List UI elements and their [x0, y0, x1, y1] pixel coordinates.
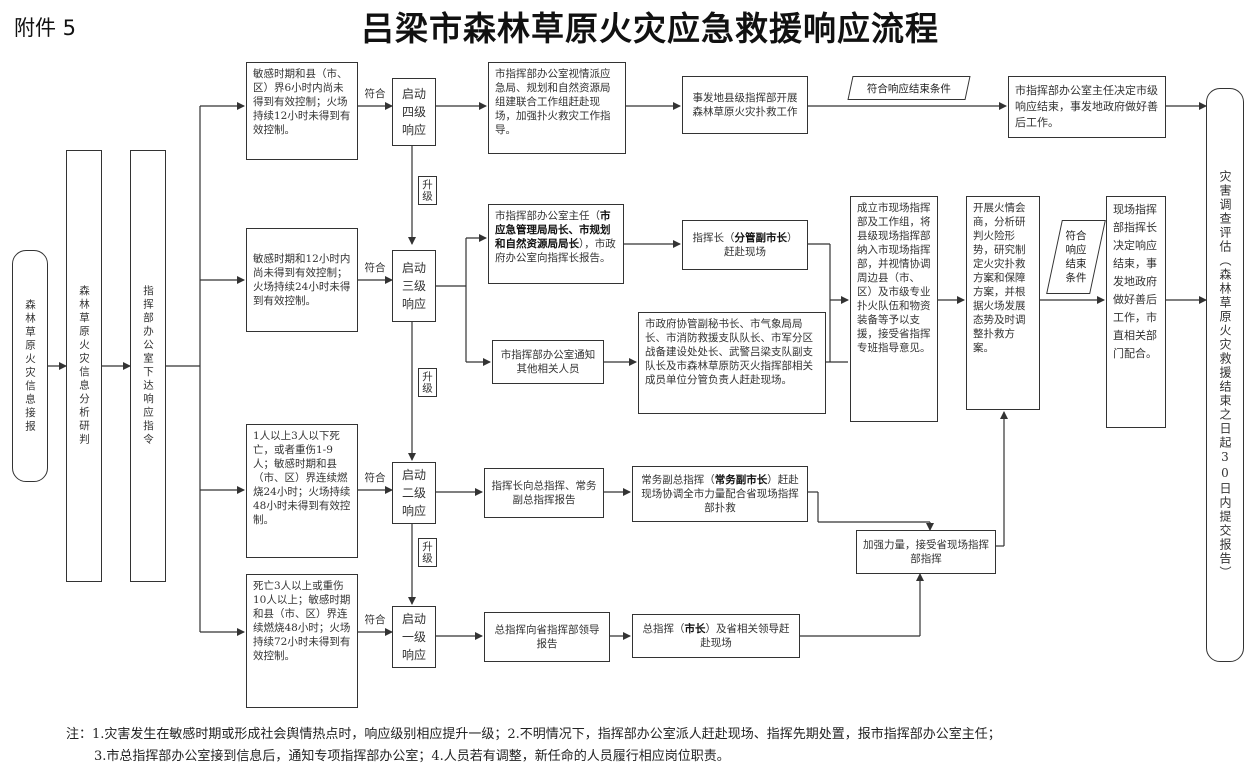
- end-condition-top-text: 符合响应结束条件: [867, 82, 951, 95]
- l1-report-text: 总指挥向省指挥部领导报告: [494, 624, 600, 650]
- l2-report-text: 指挥长向总指挥、常务副总指挥报告: [491, 480, 597, 506]
- l3-officials-text: 市政府协管副秘书长、市气象局局长、市消防救援支队队长、市军分区战备建设处处长、武…: [645, 318, 813, 386]
- condition-level2-text: 1人以上3人以下死亡，或者重伤1-9人；敏感时期和县（市、区）界连续燃烧24小时…: [253, 430, 351, 526]
- footnote-line-2: 3.市总指挥部办公室接到信息后，通知专项指挥部办公室；4.人员若有调整，新任命的…: [94, 749, 730, 764]
- analysis-text: 开展火情会商，分析研判火险形势，研究制定火灾扑救方案和保障方案，并根据火场发展态…: [973, 202, 1026, 354]
- strengthen-text: 加强力量，接受省现场指挥部指挥: [863, 539, 989, 565]
- start-level1-text: 启动一级响应: [401, 612, 426, 662]
- l2-commander-box: 常务副总指挥（常务副市长）赶赴现场协调全市力量配合省现场指挥部扑救: [632, 466, 808, 522]
- condition-level3-box: 敏感时期和12小时内尚未得到有效控制；火场持续24小时未得到有效控制。: [246, 228, 358, 332]
- condition-level2-box: 1人以上3人以下死亡，或者重伤1-9人；敏感时期和县（市、区）界连续燃烧24小时…: [246, 424, 358, 558]
- onsite-hq-box: 成立市现场指挥部及工作组，将县级现场指挥部纳入市现场指挥部，并视情协调周边县（市…: [850, 196, 938, 422]
- condition-level4-box: 敏感时期和县（市、区）界6小时内尚未得到有效控制；火场持续12小时未得到有效控制…: [246, 62, 358, 160]
- l1-report-box: 总指挥向省指挥部领导报告: [484, 612, 610, 662]
- start-level4-box: 启动四级响应: [392, 78, 436, 146]
- l3-report-a: 市指挥部办公室主任（: [495, 210, 600, 222]
- l1-commander-a: 总指挥（: [642, 623, 685, 635]
- disaster-assessment-text: 灾害调查评估（森林草原火灾救援结束之日起30日内提交报告）: [1218, 170, 1232, 580]
- start-level4-text: 启动四级响应: [401, 87, 426, 137]
- end-condition-top-box: 符合响应结束条件: [847, 76, 971, 100]
- l2-commander-a: 常务副总指挥（: [641, 474, 715, 486]
- l3-report-bold: 市应急管理局局长、市规划和自然资源局局长: [495, 210, 611, 250]
- dispatch-order-box: 指挥部办公室下达响应指令: [130, 150, 166, 582]
- condition-level4-text: 敏感时期和县（市、区）界6小时内尚未得到有效控制；火场持续12小时未得到有效控制…: [253, 68, 351, 136]
- fit-label-level2: 符合: [364, 472, 386, 484]
- l4-joint-team-text: 市指挥部办公室视情派应急局、规划和自然资源局组建联合工作组赶赴现场，加强扑火救灾…: [495, 68, 611, 136]
- fire-info-analysis-text: 森林草原火灾信息分析研判: [78, 285, 90, 447]
- l3-notify-box: 市指挥部办公室通知其他相关人员: [492, 340, 604, 384]
- analysis-box: 开展火情会商，分析研判火险形势，研究制定火灾扑救方案和保障方案，并根据火场发展态…: [966, 196, 1040, 410]
- end-decision-text: 现场指挥部指挥长决定响应结束，事发地政府做好善后工作，市直相关部门配合。: [1113, 203, 1157, 360]
- l1-commander-c: ）及省相关领导赶赴现场: [700, 623, 790, 649]
- onsite-hq-text: 成立市现场指挥部及工作组，将县级现场指挥部纳入市现场指挥部，并视情协调周边县（市…: [857, 202, 931, 354]
- l3-commander-c: ）赶赴现场: [724, 232, 798, 258]
- end-condition-mid-text: 符合响应结束条件: [1065, 230, 1087, 284]
- disaster-assessment-box: 灾害调查评估（森林草原火灾救援结束之日起30日内提交报告）: [1206, 88, 1244, 662]
- l3-officials-box: 市政府协管副秘书长、市气象局局长、市消防救援支队队长、市军分区战备建设处处长、武…: [638, 312, 826, 414]
- l4-end-decision-text: 市指挥部办公室主任决定市级响应结束，事发地政府做好善后工作。: [1015, 84, 1158, 129]
- l2-commander-bold: 常务副市长: [714, 474, 768, 486]
- fit-label-level3: 符合: [364, 262, 386, 274]
- l4-joint-team-box: 市指挥部办公室视情派应急局、规划和自然资源局组建联合工作组赶赴现场，加强扑火救灾…: [488, 62, 626, 154]
- dispatch-order-text: 指挥部办公室下达响应指令: [142, 285, 154, 447]
- condition-level1-text: 死亡3人以上或重伤10人以上；敏感时期和县（市、区）界连续燃烧48小时；火场持续…: [253, 580, 351, 662]
- l3-report-c: ），市政府办公室向指挥长报告。: [495, 238, 616, 264]
- condition-level1-box: 死亡3人以上或重伤10人以上；敏感时期和县（市、区）界连续燃烧48小时；火场持续…: [246, 574, 358, 708]
- l4-end-decision-box: 市指挥部办公室主任决定市级响应结束，事发地政府做好善后工作。: [1008, 76, 1166, 138]
- start-level1-box: 启动一级响应: [392, 606, 436, 668]
- l3-commander-box: 指挥长（分管副市长）赶赴现场: [682, 220, 808, 270]
- l1-commander-box: 总指挥（市长）及省相关领导赶赴现场: [632, 614, 800, 658]
- l4-county-fight-text: 事发地县级指挥部开展森林草原火灾扑救工作: [692, 92, 798, 118]
- page-title: 吕梁市森林草原火灾应急救援响应流程: [361, 9, 939, 48]
- upgrade-label-3to2: 升级: [418, 368, 437, 397]
- start-level2-box: 启动二级响应: [392, 462, 436, 524]
- start-level3-text: 启动三级响应: [401, 261, 426, 311]
- fit-label-level1: 符合: [364, 614, 386, 626]
- l4-county-fight-box: 事发地县级指挥部开展森林草原火灾扑救工作: [682, 76, 808, 134]
- footnote-line-1: 注：1.灾害发生在敏感时期或形成社会舆情热点时，响应级别相应提升一级；2.不明情…: [66, 727, 1001, 742]
- upgrade-label-2to1: 升级: [418, 538, 437, 567]
- l3-commander-a: 指挥长（: [692, 232, 735, 244]
- l1-commander-bold: 市长: [684, 623, 706, 635]
- l2-commander-c: ）赶赴现场协调全市力量配合省现场指挥部扑救: [641, 474, 799, 514]
- l3-notify-text: 市指挥部办公室通知其他相关人员: [500, 349, 596, 375]
- fit-label-level4: 符合: [364, 88, 386, 100]
- l3-commander-bold: 分管副市长: [734, 232, 788, 244]
- footnotes: 注：1.灾害发生在敏感时期或形成社会舆情热点时，响应级别相应提升一级；2.不明情…: [66, 724, 1001, 768]
- start-level2-text: 启动二级响应: [401, 468, 426, 518]
- l2-report-box: 指挥长向总指挥、常务副总指挥报告: [484, 468, 604, 518]
- fire-info-receive-box: 森林草原火灾信息接报: [12, 250, 48, 482]
- start-level3-box: 启动三级响应: [392, 250, 436, 322]
- l3-report-box: 市指挥部办公室主任（市应急管理局局长、市规划和自然资源局局长），市政府办公室向指…: [488, 204, 624, 284]
- fire-info-analysis-box: 森林草原火灾信息分析研判: [66, 150, 102, 582]
- end-decision-box: 现场指挥部指挥长决定响应结束，事发地政府做好善后工作，市直相关部门配合。: [1106, 196, 1166, 428]
- condition-level3-text: 敏感时期和12小时内尚未得到有效控制；火场持续24小时未得到有效控制。: [253, 253, 351, 307]
- attachment-label: 附件 5: [14, 16, 77, 40]
- fire-info-receive-text: 森林草原火灾信息接报: [24, 298, 36, 434]
- strengthen-box: 加强力量，接受省现场指挥部指挥: [856, 530, 996, 574]
- upgrade-label-4to3: 升级: [418, 176, 437, 205]
